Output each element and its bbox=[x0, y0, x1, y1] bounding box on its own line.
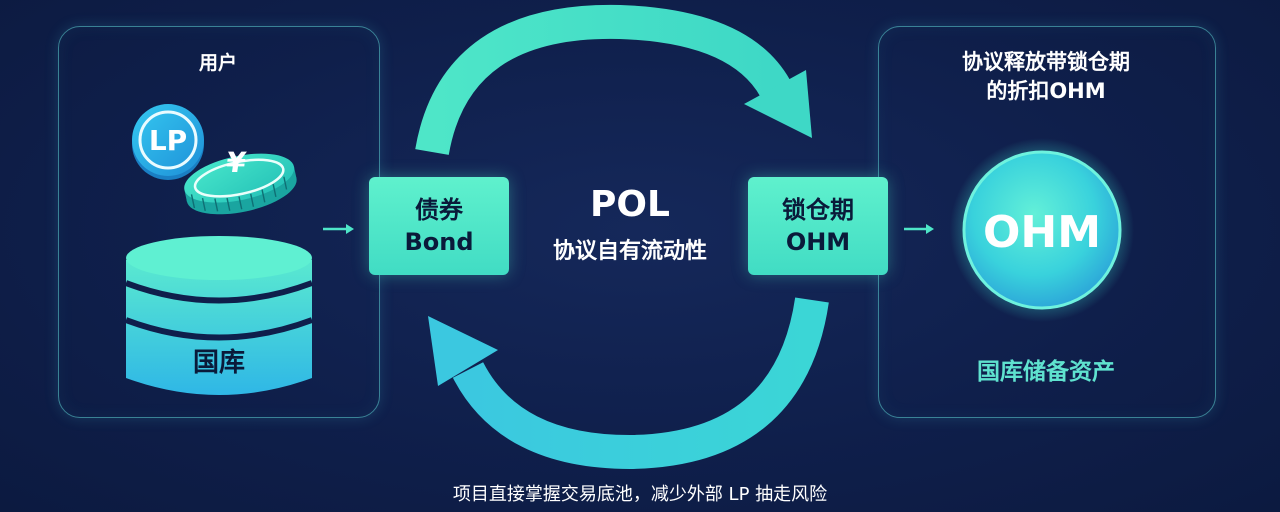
protocol-title-line1: 协议释放带锁仓期 bbox=[962, 50, 1130, 74]
protocol-title-line2: 的折扣OHM bbox=[986, 79, 1106, 103]
ohm-coin-icon bbox=[950, 138, 1134, 322]
treasury-label: 国库 bbox=[192, 348, 245, 378]
bond-label-en: Bond bbox=[404, 228, 474, 256]
treasury-reserve-label: 国库储备资产 bbox=[977, 359, 1115, 385]
bond-box: 债券 Bond bbox=[369, 177, 509, 275]
bond-label-cn: 债券 bbox=[415, 196, 463, 224]
yen-coin-icon bbox=[184, 153, 297, 215]
cycle-arrow-top-icon bbox=[415, 4, 812, 156]
pol-subtitle: 协议自有流动性 bbox=[552, 239, 707, 264]
protocol-title: 协议释放带锁仓期 的折扣OHM bbox=[878, 48, 1214, 106]
footer-caption: 项目直接掌握交易底池，减少外部 LP 抽走风险 bbox=[452, 484, 828, 505]
user-label: 用户 bbox=[198, 52, 237, 74]
locked-ohm-label-cn: 锁仓期 bbox=[782, 196, 854, 224]
locked-ohm-label-en: OHM bbox=[785, 228, 851, 256]
locked-ohm-box: 锁仓期 OHM bbox=[748, 177, 888, 275]
cycle-arrow-bottom-icon bbox=[428, 297, 829, 470]
treasury-database-icon bbox=[124, 236, 314, 395]
yen-coin-label: ¥ bbox=[223, 146, 249, 179]
pol-title: POL bbox=[590, 184, 670, 225]
flow-arrow-icon bbox=[323, 224, 354, 234]
flow-arrow-icon bbox=[904, 224, 934, 234]
lp-coin-icon bbox=[132, 104, 204, 180]
lp-coin-label: LP bbox=[148, 124, 188, 157]
ohm-coin-label: OHM bbox=[982, 207, 1101, 258]
